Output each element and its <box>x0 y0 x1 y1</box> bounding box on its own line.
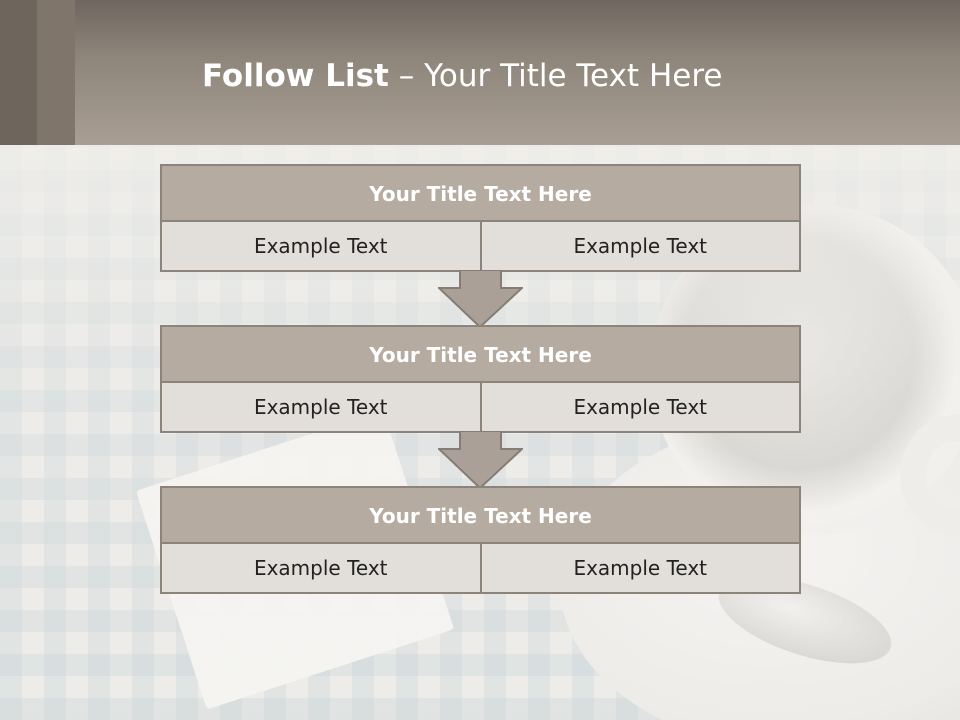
step-row: Example Text Example Text <box>162 544 799 592</box>
header-stripe-light <box>37 0 75 145</box>
step-cell-right: Example Text <box>479 222 799 270</box>
step-title: Your Title Text Here <box>162 327 799 383</box>
step-cell-right: Example Text <box>479 383 799 431</box>
step-box-1: Your Title Text Here Example Text Exampl… <box>160 164 801 272</box>
down-arrow-icon <box>438 431 523 489</box>
slide-title: Follow List – Your Title Text Here <box>202 56 722 96</box>
header-band: Follow List – Your Title Text Here <box>0 0 960 145</box>
step-box-3: Your Title Text Here Example Text Exampl… <box>160 486 801 594</box>
slide-title-bold: Follow List <box>202 58 389 94</box>
step-title: Your Title Text Here <box>162 166 799 222</box>
header-stripe-dark <box>0 0 37 145</box>
step-title: Your Title Text Here <box>162 488 799 544</box>
step-cell-left: Example Text <box>162 383 480 431</box>
slide-title-rest: – Your Title Text Here <box>388 58 723 94</box>
step-box-2: Your Title Text Here Example Text Exampl… <box>160 325 801 433</box>
down-arrow-icon <box>438 270 523 328</box>
step-cell-left: Example Text <box>162 544 480 592</box>
step-cell-right: Example Text <box>479 544 799 592</box>
step-cell-left: Example Text <box>162 222 480 270</box>
step-row: Example Text Example Text <box>162 222 799 270</box>
step-row: Example Text Example Text <box>162 383 799 431</box>
